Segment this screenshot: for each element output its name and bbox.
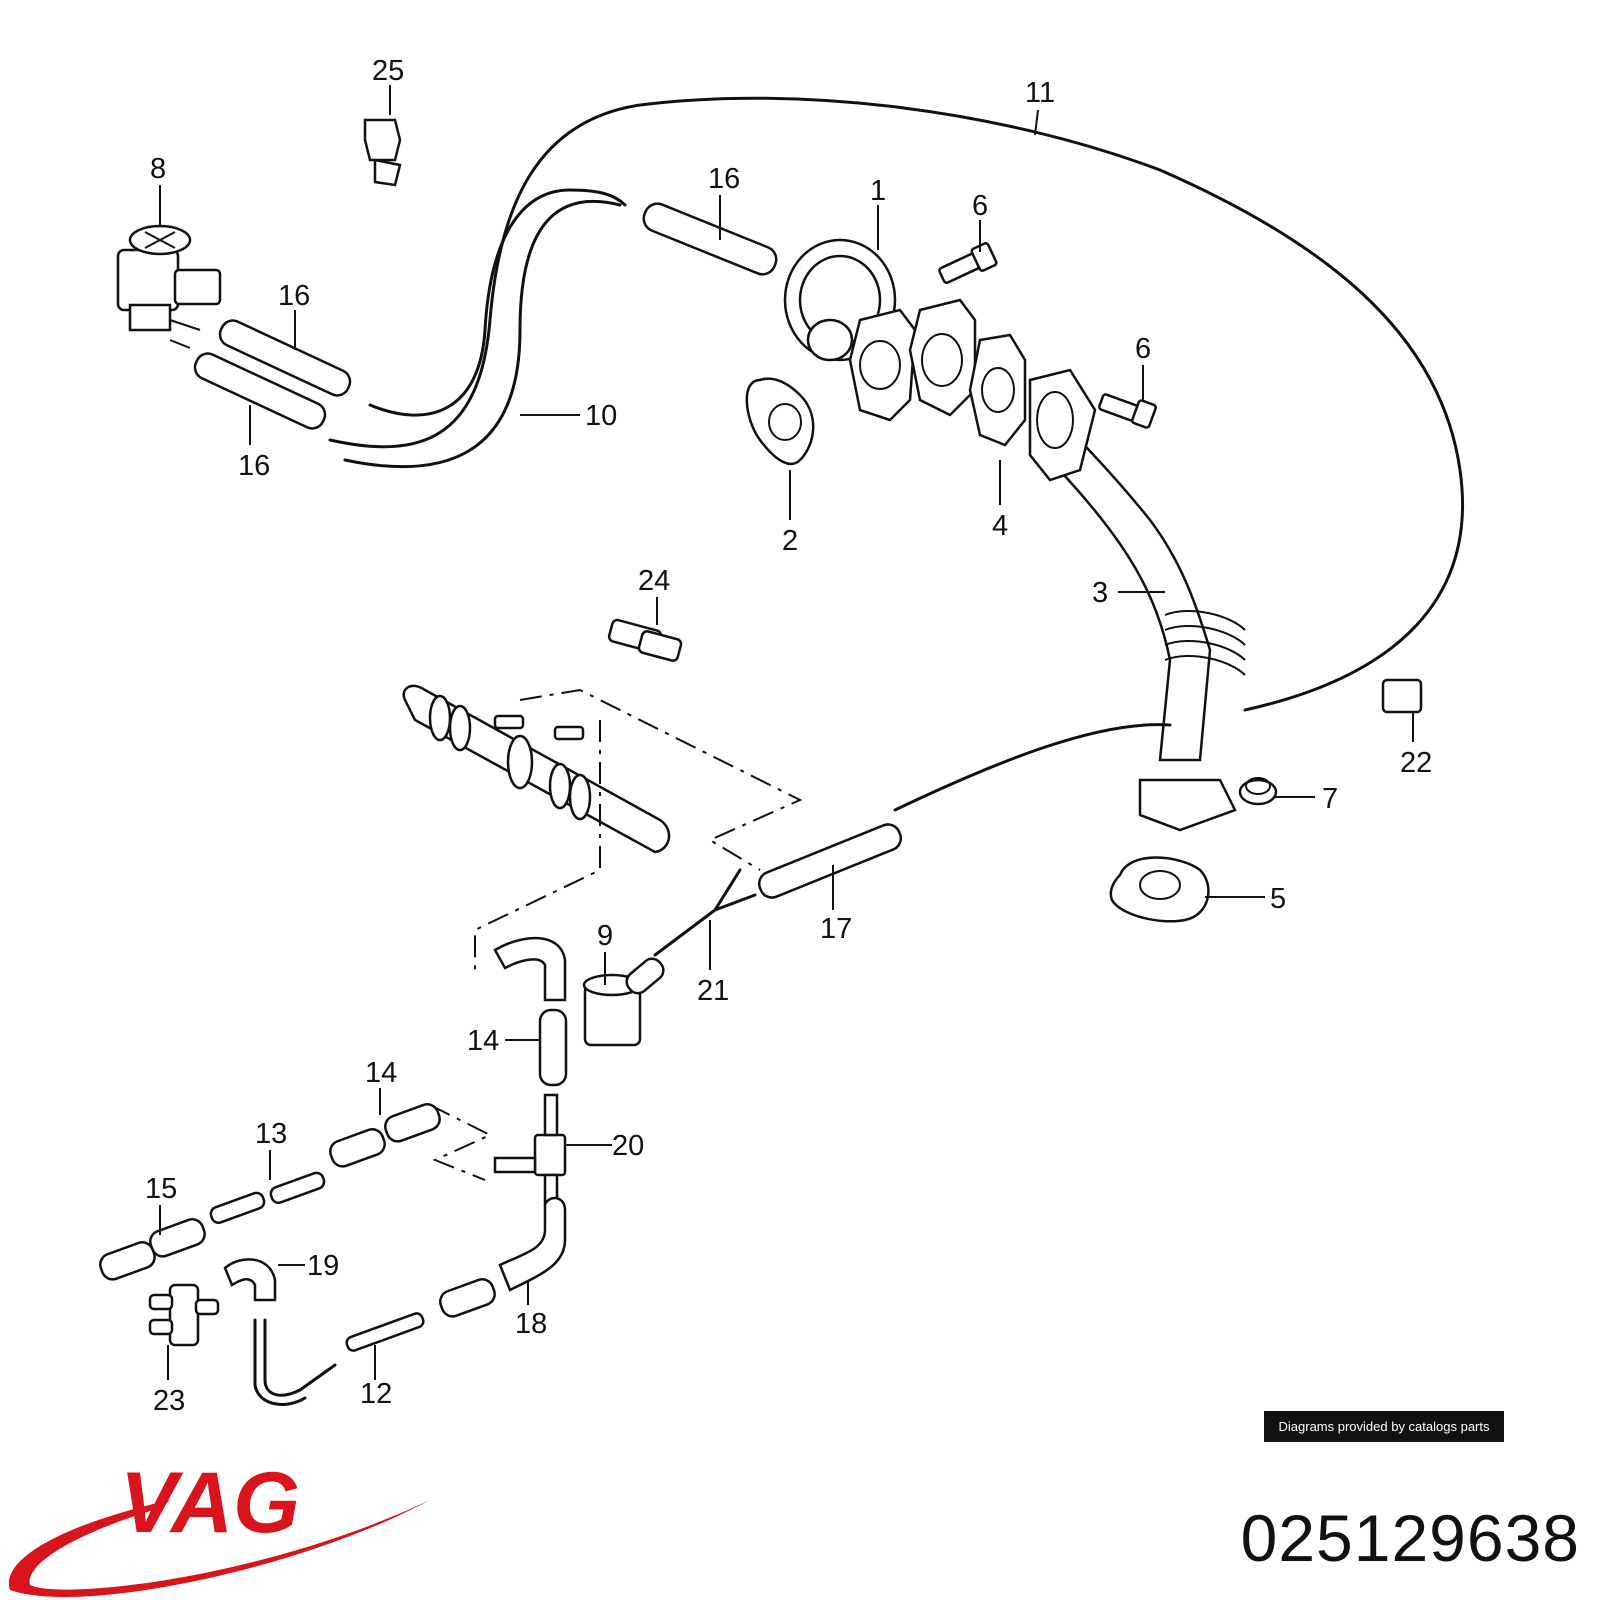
callout-7: 7 <box>1322 783 1338 815</box>
t-connector-20 <box>493 1093 567 1207</box>
tube-13b <box>209 1191 266 1225</box>
clip-24 <box>607 618 683 662</box>
callout-6-upper: 6 <box>972 190 988 222</box>
callout-4: 4 <box>992 510 1008 542</box>
callout-10: 10 <box>585 400 617 432</box>
gasket-2 <box>745 377 815 466</box>
gasket-2-hole <box>768 403 802 441</box>
callout-16-left-lower: 16 <box>238 450 270 482</box>
vag-logo: VAG <box>8 1455 430 1597</box>
callout-24: 24 <box>638 565 670 597</box>
egr-flange <box>848 308 917 422</box>
egr-pipe-3 <box>1028 368 1246 832</box>
hose-14-elbow <box>493 936 567 1002</box>
callout-6-lower: 6 <box>1135 333 1151 365</box>
tube-12-bend-inner <box>253 1318 307 1406</box>
gasket-4 <box>968 333 1027 447</box>
callout-8: 8 <box>150 153 166 185</box>
filter-9 <box>582 957 665 1047</box>
reference-line-upper <box>519 688 803 871</box>
callout-16-left-upper: 16 <box>278 280 310 312</box>
tube-13 <box>269 1171 326 1205</box>
hose-16-left-a <box>218 319 352 397</box>
hose-14-vertical <box>538 1008 568 1087</box>
reference-line-middle <box>474 720 601 975</box>
clip-22 <box>1381 678 1423 714</box>
callout-14-left: 14 <box>365 1057 397 1089</box>
callout-3: 3 <box>1092 577 1108 609</box>
callout-5: 5 <box>1270 883 1286 915</box>
vacuum-line-17-upper <box>893 723 1172 812</box>
hose-16-left-b <box>193 352 327 430</box>
hose-18-a <box>439 1278 496 1318</box>
callout-2: 2 <box>782 525 798 557</box>
callout-11: 11 <box>1025 77 1055 109</box>
reference-line-lower <box>429 1104 493 1181</box>
gasket-4-hole <box>981 367 1015 413</box>
intake-tube <box>402 684 671 854</box>
callout-16-upper: 16 <box>708 163 740 195</box>
bolt-6-lower <box>1098 393 1157 429</box>
vacuum-line-11-inner <box>343 199 622 469</box>
callout-22: 22 <box>1400 747 1432 779</box>
callout-20: 20 <box>612 1130 644 1162</box>
callout-12: 12 <box>360 1378 392 1410</box>
callout-19: 19 <box>307 1250 339 1282</box>
hose-15-a <box>149 1218 206 1258</box>
callout-1: 1 <box>870 175 886 207</box>
callout-14-center: 14 <box>467 1025 499 1057</box>
callout-23: 23 <box>153 1385 185 1417</box>
nut-7 <box>1238 777 1278 806</box>
vacuum-line-11 <box>328 96 1465 712</box>
tube-12 <box>345 1312 425 1352</box>
part-number: 025129638 <box>1240 1501 1580 1575</box>
callout-25: 25 <box>372 55 404 87</box>
hose-17 <box>757 823 903 899</box>
vacuum-line-10 <box>368 188 627 417</box>
leader-lines <box>159 85 1414 1380</box>
diagram-credit-banner: Diagrams provided by catalogs parts <box>1264 1411 1504 1442</box>
vacuum-manifold-23 <box>148 1283 220 1347</box>
hose-15-b <box>99 1241 156 1281</box>
callout-15: 15 <box>145 1173 177 1205</box>
solenoid-valve-8 <box>116 224 222 349</box>
hose-16-upper <box>642 202 778 276</box>
tube-12-bend <box>263 1318 337 1397</box>
hose-14-left-a <box>329 1128 386 1168</box>
clip-25 <box>363 118 402 187</box>
y-connector-21 <box>653 868 757 957</box>
adapter-flange <box>908 298 977 417</box>
bolt-6-upper <box>938 242 998 284</box>
hose-14-left-b <box>384 1103 441 1143</box>
elbow-19 <box>223 1258 277 1302</box>
callout-18: 18 <box>515 1308 547 1340</box>
callout-13: 13 <box>255 1118 287 1150</box>
callout-labels: 25 8 16 16 16 10 11 1 6 6 2 4 3 24 22 7 … <box>145 55 1432 1417</box>
gasket-5 <box>1109 856 1210 923</box>
hose-18-elbow <box>498 1196 567 1292</box>
callout-9: 9 <box>597 920 613 952</box>
callout-17: 17 <box>820 913 852 945</box>
logo-text: VAG <box>120 1455 300 1551</box>
callout-21: 21 <box>697 975 729 1007</box>
